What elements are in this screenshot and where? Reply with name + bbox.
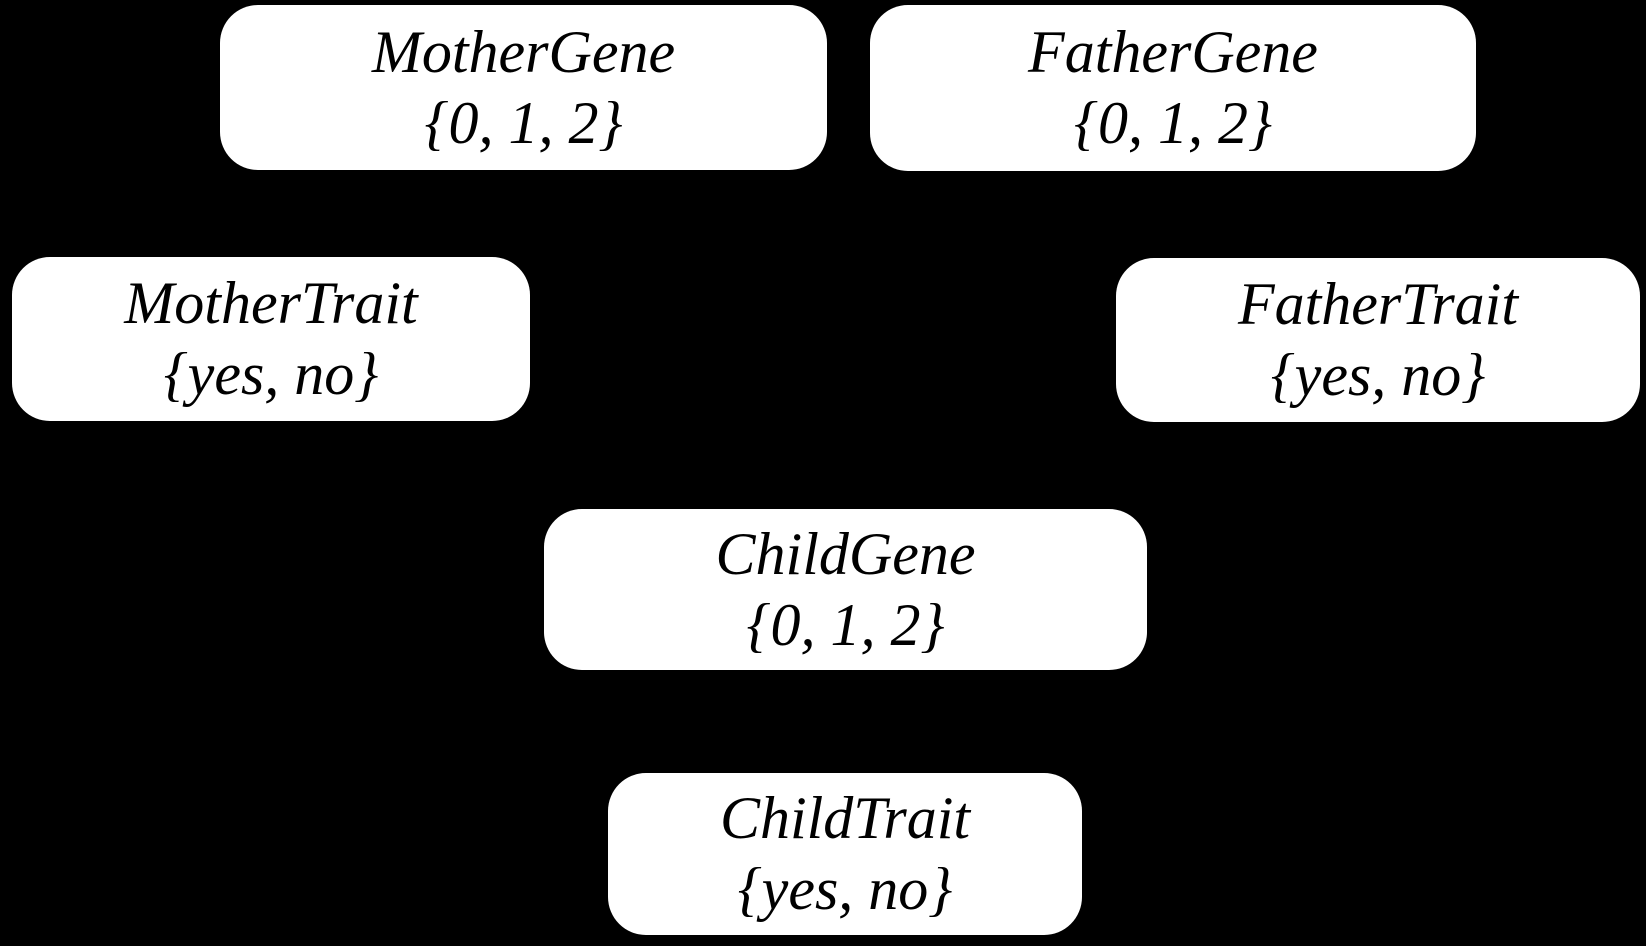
node-domain: {yes, no} — [163, 341, 379, 407]
node-domain: {yes, no} — [737, 856, 953, 922]
node-domain: {yes, no} — [1270, 342, 1486, 408]
node-title: MotherTrait — [124, 270, 418, 337]
node-title: ChildGene — [715, 520, 976, 587]
node-title: FatherGene — [1028, 19, 1318, 86]
node-father-trait: FatherTrait {yes, no} — [1116, 258, 1640, 422]
node-mother-gene: MotherGene {0, 1, 2} — [220, 5, 827, 170]
node-mother-trait: MotherTrait {yes, no} — [12, 257, 530, 421]
node-title: MotherGene — [371, 18, 676, 85]
node-domain: {0, 1, 2} — [746, 591, 945, 658]
node-title: FatherTrait — [1237, 271, 1519, 338]
node-title: ChildTrait — [719, 785, 971, 852]
node-domain: {0, 1, 2} — [424, 89, 623, 156]
node-child-trait: ChildTrait {yes, no} — [608, 773, 1082, 935]
node-child-gene: ChildGene {0, 1, 2} — [544, 509, 1147, 670]
node-father-gene: FatherGene {0, 1, 2} — [870, 5, 1476, 171]
node-domain: {0, 1, 2} — [1074, 90, 1272, 156]
